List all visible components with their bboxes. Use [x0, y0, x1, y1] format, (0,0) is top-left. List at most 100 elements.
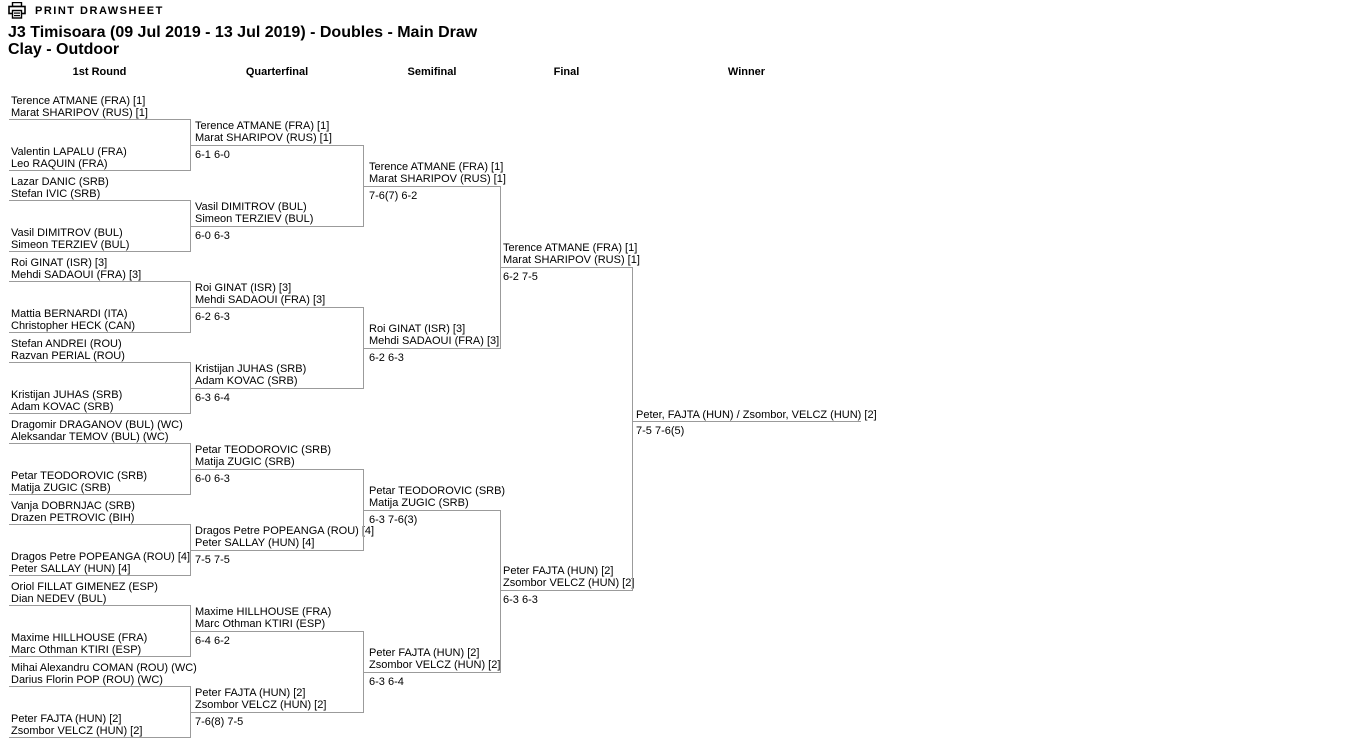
bracket-connector	[500, 186, 501, 349]
player-name: Matija ZUGIC (SRB)	[369, 497, 469, 509]
player-name: Marc Othman KTIRI (ESP)	[11, 644, 142, 656]
player-name: Marc Othman KTIRI (ESP)	[195, 618, 326, 630]
print-drawsheet-button[interactable]: PRINT DRAWSHEET	[8, 2, 164, 19]
qf-score-4: 6-3 6-4	[195, 392, 230, 404]
final-score-2: 6-3 6-3	[503, 594, 538, 606]
player-name: Peter FAJTA (HUN) [2]	[369, 647, 480, 659]
bracket-connector	[363, 631, 364, 713]
r1-team-15: Mihai Alexandru COMAN (ROU) (WC)Darius F…	[11, 662, 197, 686]
bracket-connector	[190, 200, 191, 252]
player-name: Zsombor VELCZ (HUN) [2]	[369, 659, 501, 671]
qf-team-4: Kristijan JUHAS (SRB)Adam KOVAC (SRB)	[195, 363, 306, 387]
qf-score-5: 6-0 6-3	[195, 473, 230, 485]
player-name: Vasil DIMITROV (BUL)	[195, 201, 307, 213]
column-header-1st-round: 1st Round	[72, 66, 127, 78]
r1-team-3: Lazar DANIC (SRB)Stefan IVIC (SRB)	[11, 176, 109, 200]
player-name: Adam KOVAC (SRB)	[11, 401, 114, 413]
qf-team-7: Maxime HILLHOUSE (FRA)Marc Othman KTIRI …	[195, 606, 331, 630]
bracket-connector	[190, 524, 191, 576]
column-header-semifinal: Semifinal	[407, 66, 457, 78]
r1-team-13: Oriol FILLAT GIMENEZ (ESP)Dian NEDEV (BU…	[11, 581, 158, 605]
player-name: Marat SHARIPOV (RUS) [1]	[369, 173, 506, 185]
r1-team-14: Maxime HILLHOUSE (FRA)Marc Othman KTIRI …	[11, 632, 147, 656]
player-name: Terence ATMANE (FRA) [1]	[503, 242, 638, 254]
sf-score-2: 6-2 6-3	[369, 352, 404, 364]
player-name: Mehdi SADAOUI (FRA) [3]	[195, 294, 326, 306]
bracket-connector	[190, 362, 191, 414]
bracket-line	[9, 737, 190, 738]
bracket-line	[9, 524, 190, 525]
final-team-1: Terence ATMANE (FRA) [1]Marat SHARIPOV (…	[503, 242, 640, 266]
player-name: Petar TEODOROVIC (SRB)	[195, 444, 332, 456]
bracket-line	[190, 388, 364, 389]
bracket-connector	[363, 469, 364, 551]
player-name: Peter SALLAY (HUN) [4]	[11, 563, 131, 575]
r1-team-5: Roi GINAT (ISR) [3]Mehdi SADAOUI (FRA) […	[11, 257, 141, 281]
player-name: Matija ZUGIC (SRB)	[11, 482, 111, 494]
player-name: Zsombor VELCZ (HUN) [2]	[11, 725, 143, 737]
bracket-line	[9, 686, 190, 687]
sf-score-3: 6-3 7-6(3)	[369, 514, 418, 526]
winner-team: Peter, FAJTA (HUN) / Zsombor, VELCZ (HUN…	[636, 409, 877, 421]
r1-team-12: Dragos Petre POPEANGA (ROU) [4]Peter SAL…	[11, 551, 190, 575]
player-name: Dragomir DRAGANOV (BUL) (WC)	[11, 419, 183, 431]
player-name: Dragos Petre POPEANGA (ROU) [4]	[195, 525, 375, 537]
page-title: J3 Timisoara (09 Jul 2019 - 13 Jul 2019)…	[8, 24, 477, 58]
player-name: Terence ATMANE (FRA) [1]	[369, 161, 504, 173]
player-name: Valentin LAPALU (FRA)	[11, 146, 127, 158]
bracket-line	[363, 510, 501, 511]
bracket-line	[9, 443, 190, 444]
bracket-line	[9, 605, 190, 606]
qf-score-8: 7-6(8) 7-5	[195, 716, 244, 728]
player-name: Peter FAJTA (HUN) [2]	[195, 687, 306, 699]
bracket-line	[190, 550, 364, 551]
bracket-line	[9, 332, 190, 333]
column-header-winner: Winner	[727, 66, 766, 78]
column-header-quarterfinal: Quarterfinal	[245, 66, 309, 78]
player-name: Dian NEDEV (BUL)	[11, 593, 107, 605]
player-name: Maxime HILLHOUSE (FRA)	[195, 606, 332, 618]
player-name: Marat SHARIPOV (RUS) [1]	[195, 132, 332, 144]
r1-team-2: Valentin LAPALU (FRA)Leo RAQUIN (FRA)	[11, 146, 127, 170]
bracket-line	[190, 307, 364, 308]
bracket-line	[190, 145, 364, 146]
player-name: Mehdi SADAOUI (FRA) [3]	[369, 335, 500, 347]
bracket-line	[9, 494, 190, 495]
bracket-line	[500, 267, 633, 268]
qf-score-7: 6-4 6-2	[195, 635, 230, 647]
player-name: Stefan IVIC (SRB)	[11, 188, 101, 200]
player-name: Simeon TERZIEV (BUL)	[11, 239, 130, 251]
player-name: Mihai Alexandru COMAN (ROU) (WC)	[11, 662, 197, 674]
sf-team-2: Roi GINAT (ISR) [3]Mehdi SADAOUI (FRA) […	[369, 323, 499, 347]
bracket-line	[9, 200, 190, 201]
player-name: Vasil DIMITROV (BUL)	[11, 227, 123, 239]
player-name: Kristijan JUHAS (SRB)	[11, 389, 123, 401]
player-name: Terence ATMANE (FRA) [1]	[11, 95, 146, 107]
player-name: Christopher HECK (CAN)	[11, 320, 136, 332]
player-name: Peter FAJTA (HUN) [2]	[503, 565, 614, 577]
qf-score-6: 7-5 7-5	[195, 554, 230, 566]
r1-team-7: Stefan ANDREI (ROU)Razvan PERIAL (ROU)	[11, 338, 125, 362]
player-name: Zsombor VELCZ (HUN) [2]	[195, 699, 327, 711]
bracket-line	[190, 469, 364, 470]
bracket-line	[363, 186, 501, 187]
player-name: Drazen PETROVIC (BIH)	[11, 512, 135, 524]
player-name: Simeon TERZIEV (BUL)	[195, 213, 314, 225]
r1-team-16: Peter FAJTA (HUN) [2]Zsombor VELCZ (HUN)…	[11, 713, 142, 737]
qf-team-2: Vasil DIMITROV (BUL)Simeon TERZIEV (BUL)	[195, 201, 313, 225]
bracket-connector	[500, 510, 501, 673]
title-line2: Clay - Outdoor	[8, 41, 120, 58]
bracket-connector	[190, 605, 191, 657]
player-name: Roi GINAT (ISR) [3]	[11, 257, 108, 269]
sf-score-4: 6-3 6-4	[369, 676, 404, 688]
player-name: Razvan PERIAL (ROU)	[11, 350, 125, 362]
qf-score-1: 6-1 6-0	[195, 149, 230, 161]
bracket-line	[9, 281, 190, 282]
final-team-2: Peter FAJTA (HUN) [2]Zsombor VELCZ (HUN)…	[503, 565, 634, 589]
column-header-final: Final	[553, 66, 580, 78]
player-name: Matija ZUGIC (SRB)	[195, 456, 295, 468]
player-name: Aleksandar TEMOV (BUL) (WC)	[11, 431, 169, 443]
bracket-line	[9, 413, 190, 414]
player-name: Kristijan JUHAS (SRB)	[195, 363, 307, 375]
